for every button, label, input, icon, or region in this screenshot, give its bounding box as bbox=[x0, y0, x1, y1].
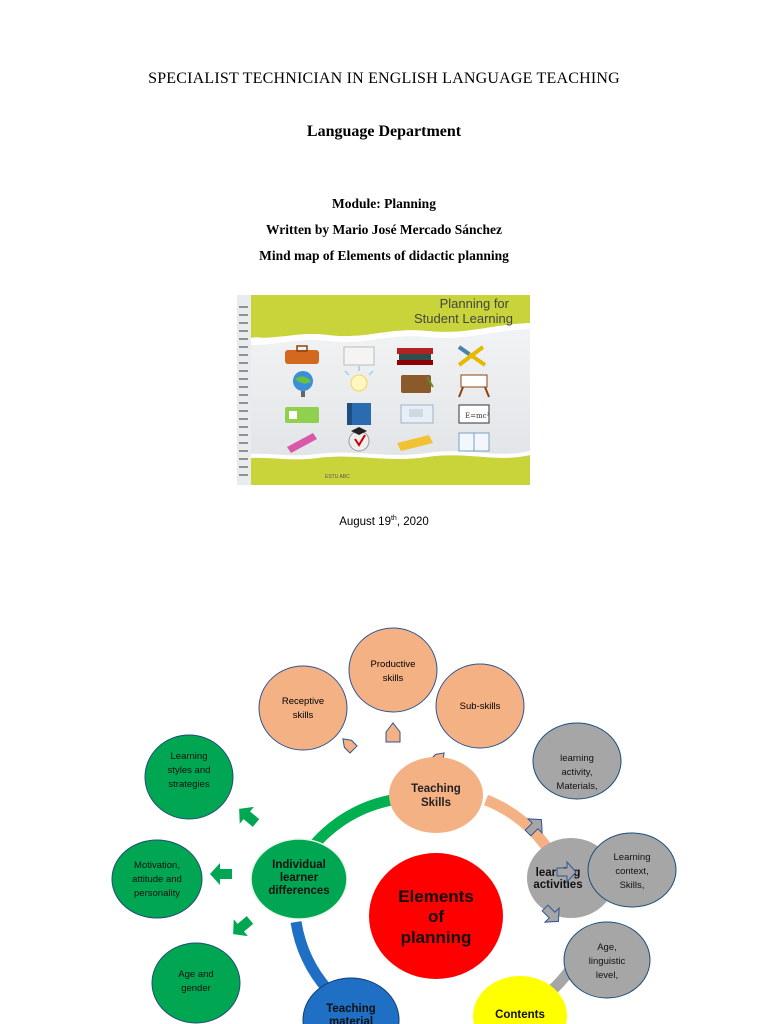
contents-label: Contents bbox=[495, 1009, 545, 1021]
learning-context-line2: context, bbox=[615, 866, 648, 877]
teaching-skills-line2: Skills bbox=[421, 797, 451, 809]
teaching-material-line2: material bbox=[329, 1016, 373, 1024]
node-productive-skills bbox=[348, 627, 438, 713]
node-teaching-skills bbox=[389, 757, 483, 833]
age-level-line2: linguistic bbox=[589, 956, 626, 967]
date-year: , 2020 bbox=[396, 515, 429, 528]
age-gender-line2: gender bbox=[181, 983, 211, 994]
spiral-binding bbox=[237, 295, 251, 485]
learning-styles-line3: strategies bbox=[168, 779, 209, 790]
cover-icons: E=mc² bbox=[285, 345, 490, 453]
center-line2: of bbox=[428, 907, 444, 926]
cover-image: Planning for Student Learning E=mc² ESTU… bbox=[237, 295, 530, 485]
mind-map: Productive skills Receptive skills Sub-s… bbox=[111, 627, 677, 1024]
ring-arc-blue bbox=[290, 921, 333, 994]
node-subskills bbox=[435, 663, 525, 749]
individual-line1: Individual bbox=[272, 859, 326, 871]
module-line: Module: Planning bbox=[332, 196, 436, 211]
teaching-material-line1: Teaching bbox=[326, 1003, 376, 1015]
svg-text:E=mc²: E=mc² bbox=[465, 412, 490, 420]
learning-context-line1: Learning bbox=[614, 852, 651, 863]
learning-activities-line2: activities bbox=[533, 879, 582, 891]
node-learning-styles bbox=[144, 734, 234, 820]
node-motivation bbox=[111, 839, 203, 919]
age-level-line1: Age, bbox=[597, 942, 617, 953]
productive-line1: Productive bbox=[371, 659, 416, 670]
node-learning-activity bbox=[532, 722, 622, 800]
node-age-level bbox=[563, 921, 651, 999]
arrows-individual bbox=[210, 806, 260, 937]
mindmap-subtitle: Mind map of Elements of didactic plannin… bbox=[259, 248, 509, 263]
learning-activity-line2: activity, bbox=[562, 767, 593, 778]
subskills-label: Sub-skills bbox=[460, 701, 501, 712]
cover-title-line1: Planning for bbox=[440, 296, 510, 311]
motivation-line2: attitude and bbox=[132, 874, 182, 885]
learning-context-line3: Skills, bbox=[620, 880, 645, 891]
learning-activity-line1: learning bbox=[560, 753, 594, 764]
node-teaching-material bbox=[302, 977, 400, 1024]
learning-styles-line2: styles and bbox=[168, 765, 211, 776]
cover-title-line2: Student Learning bbox=[414, 311, 513, 326]
motivation-line1: Motivation, bbox=[134, 860, 180, 871]
node-elements-of-planning bbox=[369, 853, 503, 979]
node-learning-context bbox=[587, 832, 677, 908]
document-date: August 19th, 2020 bbox=[0, 515, 768, 528]
date-main: August 19 bbox=[339, 515, 391, 528]
date-suffix: th bbox=[390, 515, 397, 522]
node-contents bbox=[473, 976, 567, 1024]
document-header: SPECIALIST TECHNICIAN IN ENGLISH LANGUAG… bbox=[148, 70, 620, 87]
author-line: Written by Mario José Mercado Sánchez bbox=[265, 222, 503, 237]
center-line1: Elements bbox=[398, 887, 474, 906]
motivation-line3: personality bbox=[134, 888, 180, 899]
age-level-line3: level, bbox=[596, 970, 618, 981]
center-line3: planning bbox=[401, 928, 472, 947]
node-age-gender bbox=[151, 942, 241, 1024]
individual-line2: learner bbox=[280, 872, 319, 884]
learning-styles-line1: Learning bbox=[171, 751, 208, 762]
arrows-activities bbox=[524, 818, 577, 923]
receptive-line2: skills bbox=[293, 710, 314, 721]
teaching-skills-line1: Teaching bbox=[411, 783, 461, 795]
learning-activity-line3: Materials, bbox=[556, 781, 597, 792]
department-title: Language Department bbox=[306, 123, 462, 140]
node-receptive-skills bbox=[258, 665, 348, 751]
individual-line3: differences bbox=[268, 885, 329, 897]
productive-line2: skills bbox=[383, 673, 404, 684]
receptive-line1: Receptive bbox=[282, 696, 324, 707]
cover-logo: ESTU ABC bbox=[325, 474, 350, 480]
age-gender-line1: Age and bbox=[178, 969, 213, 980]
node-individual-differences bbox=[250, 838, 348, 920]
